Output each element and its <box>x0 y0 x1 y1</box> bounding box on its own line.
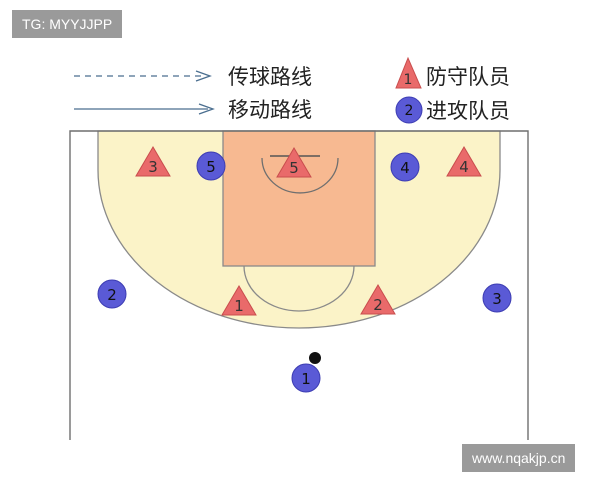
free-throw-arc <box>243 265 355 312</box>
move-route-label: 移动路线 <box>228 98 312 122</box>
defender-marker: 5 <box>276 147 312 178</box>
attacker-label: 进攻队员 <box>426 99 510 123</box>
svg-text:3: 3 <box>148 158 158 176</box>
attacker-marker: 2 <box>97 279 127 309</box>
defender-triangle-icon <box>395 56 422 89</box>
svg-text:2: 2 <box>373 296 383 314</box>
defender-marker: 1 <box>221 285 257 316</box>
court-boundary <box>69 130 529 440</box>
svg-text:3: 3 <box>492 290 502 308</box>
svg-text:4: 4 <box>459 158 469 176</box>
attacker-circle-icon <box>395 96 423 124</box>
watermark-bottom-right: www.nqakjp.cn <box>462 444 576 472</box>
arrow-icon <box>198 103 215 115</box>
attacker-marker: 1 <box>291 363 321 393</box>
watermark-top-left: TG: MYYJJPP <box>12 10 123 38</box>
paint <box>222 130 376 267</box>
svg-text:5: 5 <box>289 159 299 177</box>
defender-marker: 3 <box>135 146 171 177</box>
pass-route-label: 传球路线 <box>228 65 312 89</box>
restricted-arc <box>261 157 339 194</box>
defender-marker: 2 <box>360 284 396 315</box>
svg-text:5: 5 <box>206 158 216 176</box>
arrow-icon <box>195 70 212 82</box>
svg-text:2: 2 <box>107 286 117 304</box>
attacker-marker: 3 <box>482 283 512 313</box>
legend-defender-number: 1 <box>404 72 413 88</box>
defender-label: 防守队员 <box>426 65 510 89</box>
svg-text:1: 1 <box>234 297 244 315</box>
ball <box>309 352 321 364</box>
attacker-marker: 4 <box>390 152 420 182</box>
svg-text:4: 4 <box>400 159 410 177</box>
legend-attacker-number: 2 <box>405 103 414 119</box>
defender-marker: 4 <box>446 146 482 177</box>
attacker-marker: 5 <box>196 151 226 181</box>
svg-text:1: 1 <box>301 370 311 388</box>
